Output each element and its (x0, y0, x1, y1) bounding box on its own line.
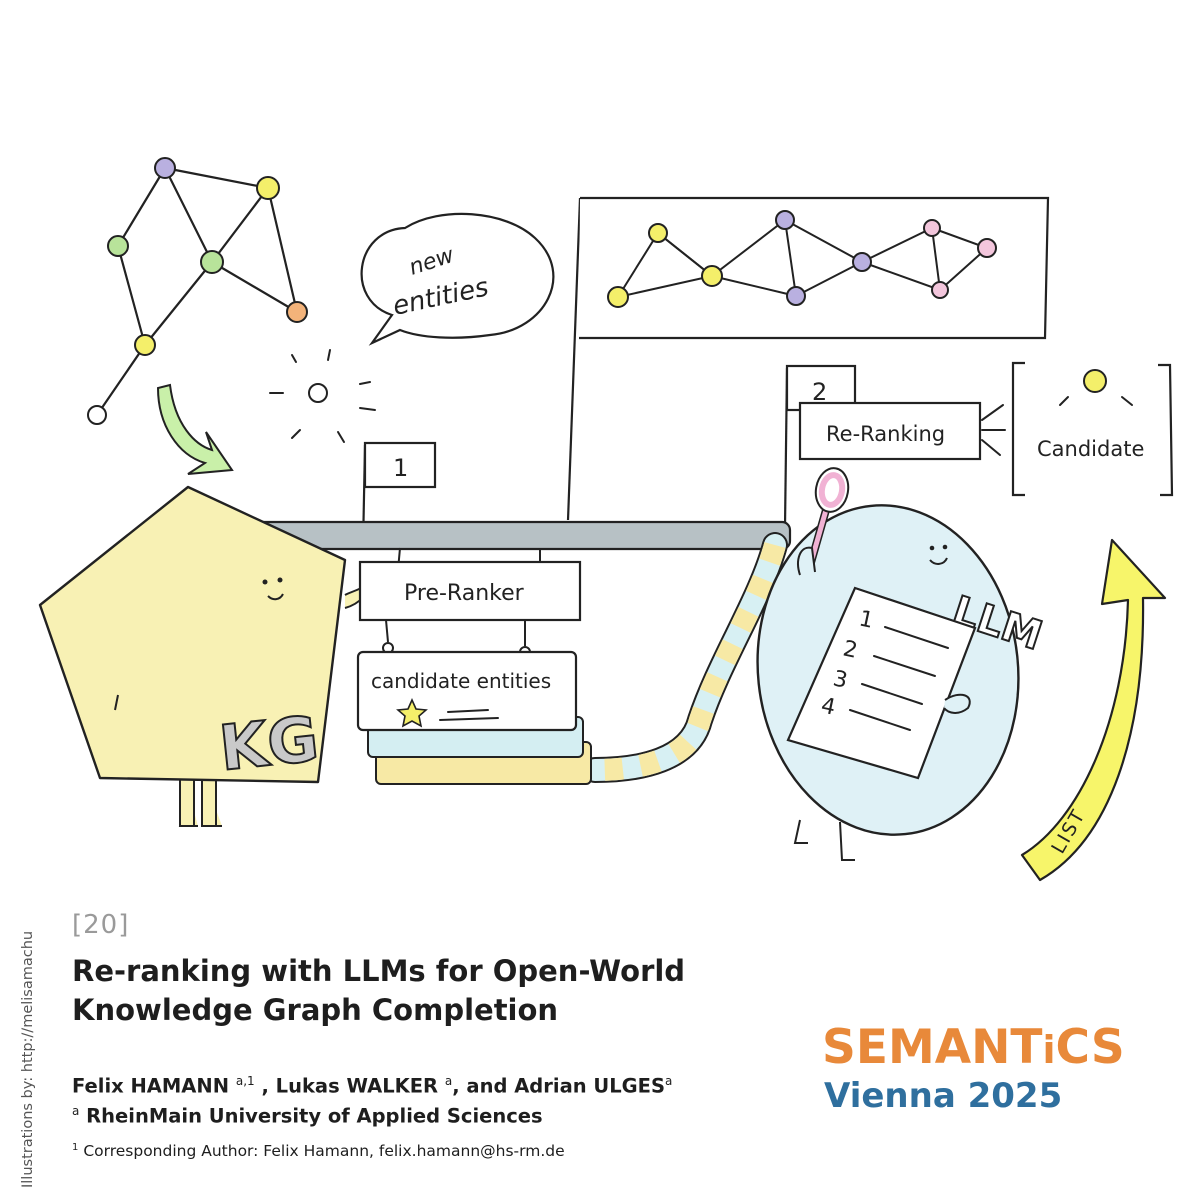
graph-node (923, 219, 941, 237)
list-number-2: 2 (841, 636, 860, 663)
kg-character (38, 485, 370, 827)
graph-node (786, 286, 806, 306)
graph-flag (579, 196, 1050, 340)
credit-text: Illustrations by: http://melisamachuret.… (20, 930, 36, 1188)
candidate-node (1083, 369, 1107, 393)
re-ranking-label: Re-Ranking (826, 422, 945, 446)
footnote-marker: 1 (72, 1142, 79, 1153)
graph-node (154, 157, 176, 179)
step1-flag (363, 441, 437, 489)
author-list: Felix HAMANN a,1 , Lukas WALKER a, and A… (72, 1066, 672, 1102)
green-arrow-icon (156, 383, 234, 475)
graph-node (107, 235, 129, 257)
pre-ranker-box (358, 560, 582, 622)
author-2-affil: a (444, 1074, 453, 1088)
candidate-label: Candidate (1037, 437, 1144, 461)
conference-name-part3: CS (1055, 1020, 1125, 1075)
illustration-credit: Illustrations by: http://melisamachuret.… (20, 930, 36, 1188)
conference-name-part1: SEMANT (822, 1020, 1043, 1075)
list-number-1: 1 (857, 606, 876, 633)
list-number-3: 3 (831, 666, 850, 693)
graph-node (977, 238, 997, 258)
conference-place: Vienna 2025 (824, 1076, 1063, 1116)
illustration: new entities 1 2 Re-Ranking (38, 157, 1174, 882)
affiliation: a RheinMain University of Applied Scienc… (72, 1096, 543, 1132)
striped-tube (582, 532, 788, 783)
new-entity-burst (269, 349, 376, 443)
pre-ranker-label: Pre-Ranker (404, 581, 525, 606)
footnote: 1 Corresponding Author: Felix Hamann, fe… (72, 1142, 565, 1160)
author-1-affil: a,1 (235, 1074, 255, 1088)
list-number-4: 4 (819, 693, 838, 720)
footnote-text: Corresponding Author: Felix Hamann, feli… (83, 1142, 565, 1161)
graph-node (775, 210, 795, 230)
graph-node (852, 252, 872, 272)
re-ranking-box (798, 401, 982, 461)
graph-node (87, 405, 107, 425)
graph-node (607, 286, 629, 308)
conference-name-part2: i (1042, 1028, 1056, 1072)
graph-node (931, 281, 949, 299)
speech-bubble (360, 212, 555, 346)
candidate-bracket-right (1158, 363, 1174, 497)
affiliation-name: RheinMain University of Applied Sciences (86, 1104, 543, 1128)
step2-label: 2 (812, 378, 827, 406)
graph-node (256, 176, 280, 200)
kg-label: KG (216, 702, 322, 785)
knowledge-graph-network (95, 166, 299, 417)
author-3: , and Adrian ULGES (452, 1074, 666, 1098)
affiliation-marker: a (72, 1104, 80, 1118)
magnifier-icon (797, 467, 850, 576)
candidate-entities-label: candidate entities (371, 669, 551, 693)
graph-node (134, 334, 156, 356)
list-arrow-icon (1020, 538, 1167, 882)
graph-node (701, 265, 723, 287)
star-icon (396, 698, 428, 728)
paper-title: Re-ranking with LLMs for Open-World Know… (72, 954, 686, 1027)
candidate-bracket-left (1011, 361, 1025, 497)
conference-name: SEMANTiCS (822, 1022, 1182, 1076)
graph-node (286, 301, 308, 323)
author-1: Felix HAMANN (72, 1074, 230, 1098)
flag-pole-large (566, 197, 582, 521)
conference-logo: SEMANTiCS Vienna 2025 (822, 1022, 1182, 1117)
list-lines (849, 626, 949, 731)
author-3-affil: a (665, 1074, 673, 1088)
graph-node (648, 223, 668, 243)
ranked-list-paper (786, 586, 977, 780)
author-2: , Lukas WALKER (261, 1074, 439, 1098)
paper-id: [20] (72, 910, 130, 940)
pipeline-bar (238, 520, 792, 551)
step1-label: 1 (393, 454, 408, 482)
graph-node (200, 250, 224, 274)
